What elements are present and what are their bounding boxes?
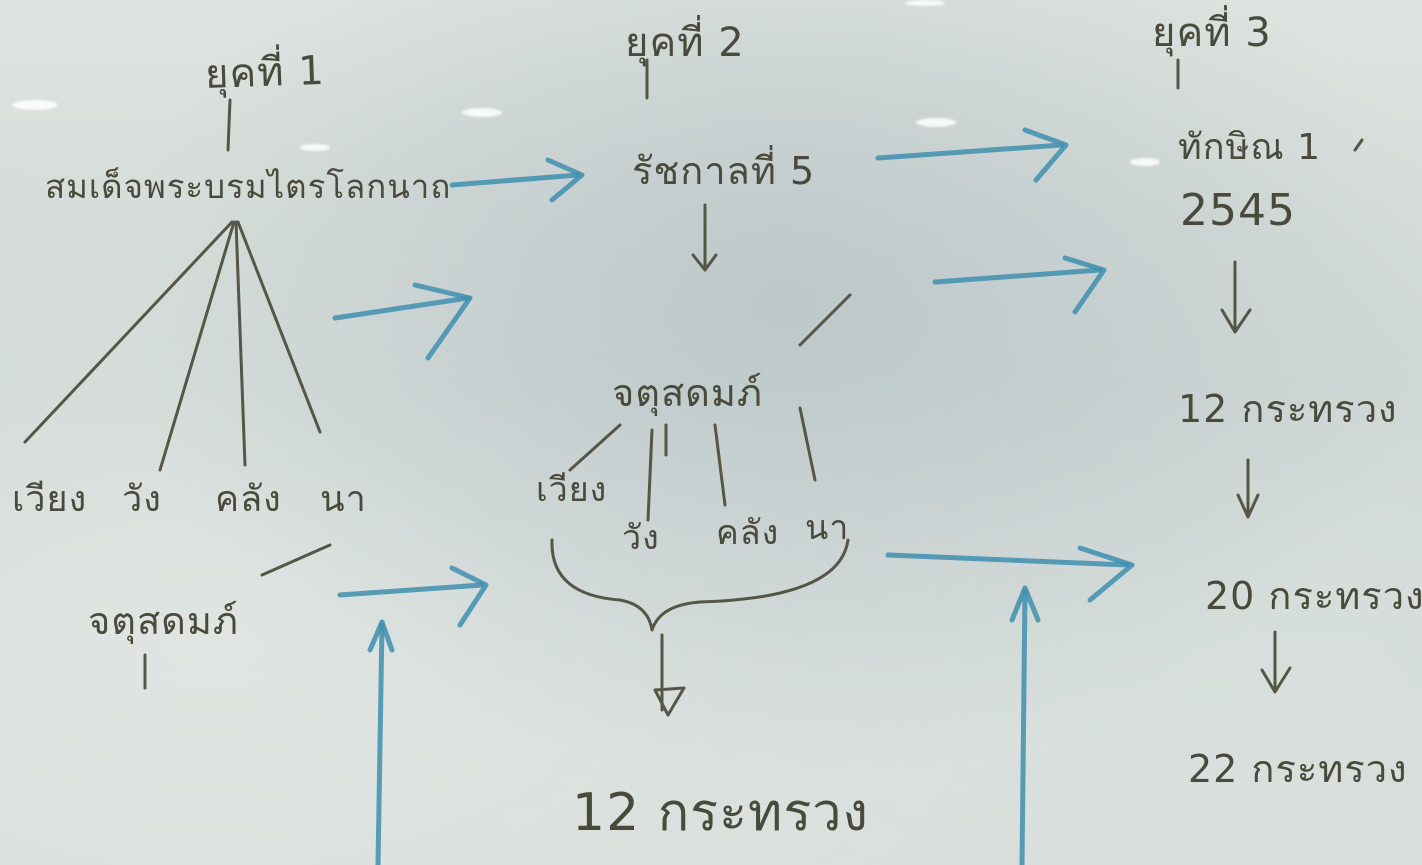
light-reflection [300,144,330,151]
era3-step-22: 22 กระทรวง [1188,747,1408,791]
era3-reform: ทักษิณ 1 [1178,127,1322,168]
era2-unit-wang: วัง [622,518,660,558]
era1-unit-wiang: เวียง [12,479,88,520]
era3-step-12: 12 กระทรวง [1178,387,1398,431]
era2-unit-na: นา [805,508,850,548]
era2-result: 12 กระทรวง [572,783,869,843]
era2-reign: รัชกาลที่ 5 [632,149,816,193]
era2-unit-khlang: คลัง [716,513,780,553]
era3-year: 2545 [1180,185,1296,236]
era1-unit-na: นา [320,479,367,520]
era1-unit-khlang: คลัง [215,479,282,520]
era1-unit-wang: วัง [122,479,162,520]
era3-step-20: 20 กระทรวง [1205,574,1422,618]
era1-king: สมเด็จพระบรมไตรโลกนาถ [45,167,452,206]
light-reflection [905,0,945,6]
era2-group: จตุสดมภ์ [612,371,763,415]
light-reflection [1130,158,1160,166]
era3-heading: ยุคที่ 3 [1152,10,1272,56]
era1-heading: ยุคที่ 1 [204,47,326,98]
light-reflection [916,118,956,127]
era1-extra: จตุสดมภ์ [88,599,239,643]
light-reflection [462,108,502,117]
era2-unit-wiang: เวียง [536,470,608,510]
light-reflection [12,100,58,110]
era2-heading: ยุคที่ 2 [625,20,745,66]
